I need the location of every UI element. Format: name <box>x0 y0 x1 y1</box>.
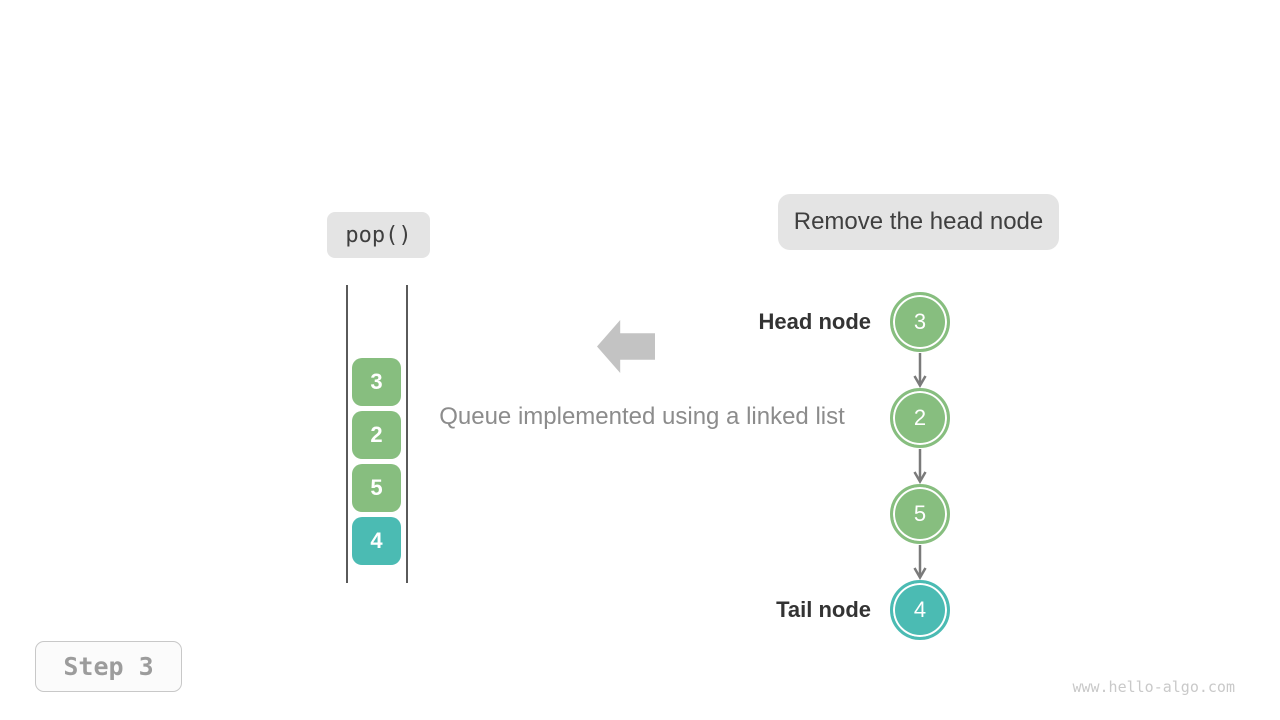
linked-list-node: 3 <box>890 292 950 352</box>
linked-list-node: 5 <box>890 484 950 544</box>
arrow-down-icon <box>913 545 927 580</box>
arrow-down-icon <box>913 353 927 388</box>
linked-list-node: 2 <box>890 388 950 448</box>
queue-cell: 4 <box>352 517 401 565</box>
remove-head-callout: Remove the head node <box>778 194 1059 250</box>
watermark: www.hello-algo.com <box>1072 678 1235 696</box>
queue-cell: 2 <box>352 411 401 459</box>
queue-cell: 5 <box>352 464 401 512</box>
head-node-label: Head node <box>758 309 871 334</box>
arrow-down-icon <box>913 449 927 484</box>
step-badge: Step 3 <box>35 641 182 692</box>
linked-list-node: 4 <box>890 580 950 640</box>
queue-cell: 3 <box>352 358 401 406</box>
tail-node-label: Tail node <box>776 597 871 622</box>
diagram-caption: Queue implemented using a linked list <box>439 403 845 430</box>
queue-wall-left <box>346 285 348 583</box>
queue-wall-right <box>406 285 408 583</box>
pop-operation-label: pop() <box>327 212 430 258</box>
